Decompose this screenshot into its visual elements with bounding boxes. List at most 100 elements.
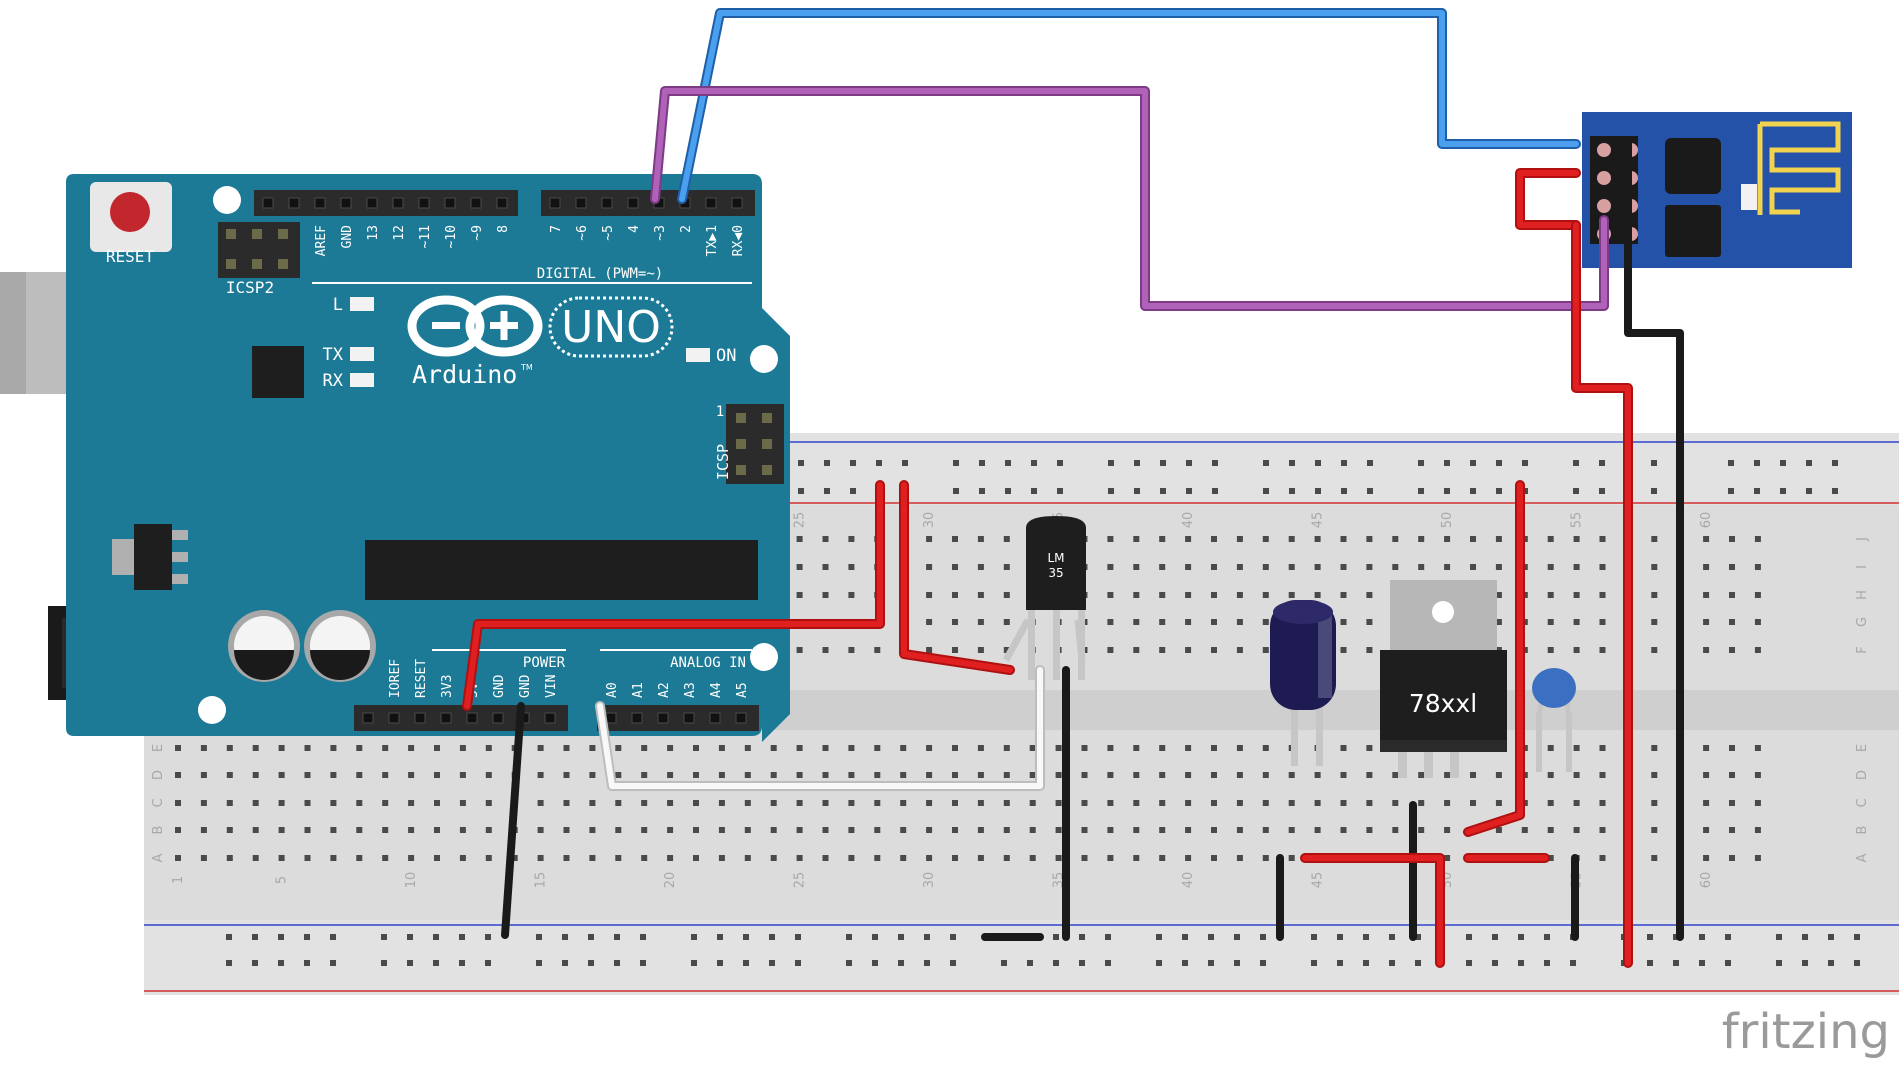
breadboard-hole: [1236, 619, 1243, 625]
header-pin: [657, 712, 669, 724]
power-pin-label: GND: [492, 674, 507, 698]
breadboard-hole: [175, 827, 181, 833]
breadboard-hole: [1729, 564, 1735, 570]
breadboard-hole: [1029, 772, 1036, 778]
breadboard-hole: [485, 827, 492, 833]
digital-pin-label: 4: [627, 225, 642, 233]
wire-purple-highlight: [652, 88, 1607, 309]
breadboard-hole: [1029, 800, 1036, 806]
breadboard-hole: [615, 855, 622, 861]
rail-hole: [536, 960, 542, 966]
rail-hole: [1182, 960, 1188, 966]
breadboard-hole: [1573, 536, 1580, 542]
breadboard-hole: [848, 536, 855, 542]
breadboard-hole: [1133, 827, 1140, 833]
breadboard-hole: [718, 745, 725, 751]
header-pin: [444, 197, 456, 209]
breadboard-hole: [1703, 800, 1710, 806]
rail-hole: [1470, 488, 1476, 494]
breadboard-hole: [900, 827, 907, 833]
breadboard-hole: [926, 800, 933, 806]
breadboard-hole: [408, 827, 415, 833]
breadboard-hole: [1314, 536, 1321, 542]
breadboard-hole: [848, 772, 855, 778]
breadboard-hole: [1547, 772, 1554, 778]
breadboard-hole: [459, 855, 466, 861]
breadboard-hole: [382, 855, 389, 861]
header-pin: [362, 712, 374, 724]
breadboard-hole: [796, 855, 803, 861]
column-number-bottom: 25: [793, 872, 808, 889]
breadboard-hole: [1495, 536, 1502, 542]
digital-pins: [262, 197, 743, 209]
breadboard-hole: [848, 564, 855, 570]
rail-hole: [1260, 934, 1266, 940]
power-header: [354, 705, 568, 731]
breadboard-hole: [382, 800, 389, 806]
breadboard-hole: [1495, 564, 1502, 570]
breadboard-hole: [1314, 772, 1321, 778]
breadboard-hole: [1444, 536, 1451, 542]
breadboard-hole: [1729, 745, 1735, 751]
icsp-pin: [762, 465, 772, 475]
breadboard-hole: [796, 536, 803, 542]
column-number-bottom: 45: [1311, 872, 1326, 889]
rail-hole: [1363, 934, 1369, 940]
row-letter-right: C: [1855, 798, 1870, 807]
rail-hole: [1337, 960, 1343, 966]
breadboard-hole: [952, 745, 958, 751]
breadboard-hole: [1003, 592, 1010, 598]
breadboard-hole: [1366, 592, 1373, 598]
breadboard-hole: [434, 745, 440, 751]
rail-hole: [1105, 934, 1111, 940]
breadboard-hole: [1211, 564, 1217, 570]
breadboard-hole: [304, 745, 311, 751]
breadboard-hole: [1418, 800, 1425, 806]
mount-hole-bottom-left: [198, 696, 226, 724]
wire-red-esp-loop: [1515, 168, 1581, 230]
breadboard-hole: [1262, 592, 1269, 598]
breadboard-hole: [796, 647, 803, 653]
breadboard-hole: [1547, 647, 1554, 653]
breadboard-hole: [822, 827, 829, 833]
breadboard-hole: [1599, 592, 1606, 598]
rail-hole: [1212, 488, 1218, 494]
rail-hole: [1079, 934, 1085, 940]
breadboard-hole: [1003, 647, 1010, 653]
breadboard-hole: [1729, 536, 1735, 542]
breadboard-hole: [200, 745, 207, 751]
breadboard-hole: [356, 827, 363, 833]
wires: [462, 8, 1684, 968]
rail-hole: [640, 960, 646, 966]
breadboard-hole: [382, 772, 389, 778]
trademark-label: TM: [520, 363, 533, 372]
breadboard-hole: [1703, 592, 1710, 598]
rail-hole: [1186, 488, 1192, 494]
breadboard-hole: [226, 772, 233, 778]
breadboard-hole: [1495, 827, 1502, 833]
led-on: [686, 348, 710, 362]
breadboard-hole: [330, 800, 337, 806]
breadboard-hole: [796, 564, 803, 570]
rail-hole: [1492, 934, 1498, 940]
breadboard-hole: [977, 619, 984, 625]
breadboard-hole: [1651, 592, 1658, 598]
breadboard-hole: [1236, 592, 1243, 598]
breadboard-hole: [1211, 647, 1217, 653]
rail-hole: [1806, 460, 1812, 466]
breadboard-hole: [926, 827, 933, 833]
esp-flash-chip: [1665, 205, 1721, 257]
breadboard-hole: [1729, 827, 1735, 833]
mount-hole-analog: [750, 643, 778, 671]
breadboard-hole: [1703, 647, 1710, 653]
breadboard-hole: [408, 855, 415, 861]
reset-button[interactable]: [110, 192, 150, 232]
breadboard-hole: [563, 800, 570, 806]
breadboard-hole: [977, 772, 984, 778]
breadboard-hole: [874, 855, 881, 861]
breadboard-hole: [1547, 592, 1554, 598]
rail-hole: [1444, 488, 1450, 494]
breadboard-hole: [1003, 564, 1010, 570]
header-pin: [575, 197, 587, 209]
rail-hole: [1134, 488, 1140, 494]
